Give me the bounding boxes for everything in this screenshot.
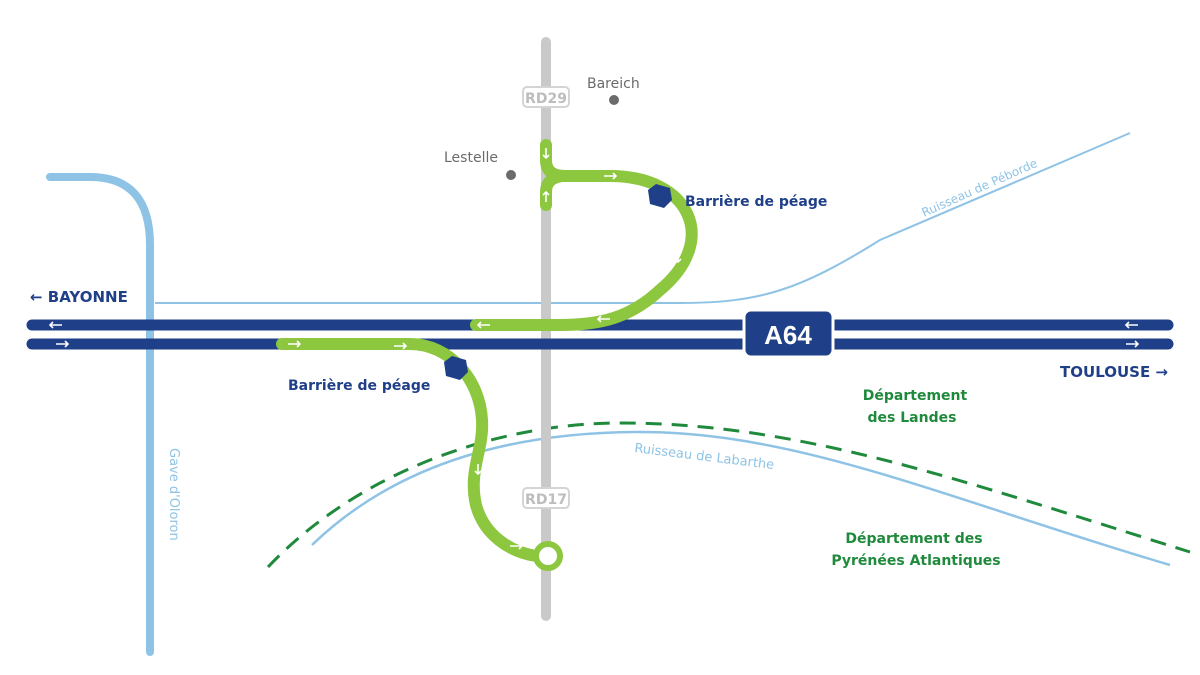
labarthe-label: Ruisseau de Labarthe (634, 441, 775, 473)
toll-north-icon (648, 184, 672, 208)
department-boundary (266, 421, 1191, 569)
ramp-arrows (48, 148, 1140, 550)
toll-south-icon (444, 356, 468, 380)
peborde-label: Ruisseau de Péborde (920, 156, 1040, 220)
labarthe-stream (311, 430, 1171, 567)
bayonne-direction[interactable]: ← BAYONNE (30, 288, 128, 306)
roundabout (533, 541, 563, 571)
gave-oloron-label: Gave d'Oloron (166, 448, 181, 541)
pyrenees-label-1: Département des (845, 531, 982, 547)
rd29-label: RD29 (525, 91, 567, 107)
gave-oloron-river (46, 173, 154, 656)
south-ramp (276, 338, 542, 562)
bareich-label: Bareich (587, 76, 640, 92)
landes-label-1: Département (863, 388, 968, 404)
landes-label-2: des Landes (868, 410, 957, 426)
lestelle-dot (506, 170, 516, 180)
north-ramp-branch (540, 170, 568, 211)
lestelle-label: Lestelle (444, 150, 498, 166)
toll-south-label: Barrière de péage (288, 378, 430, 394)
peborde-stream (155, 132, 1131, 304)
rd17-label: RD17 (525, 492, 567, 508)
rd17-box (522, 487, 570, 509)
toll-north-label: Barrière de péage (685, 194, 827, 210)
toulouse-direction[interactable]: TOULOUSE → (1060, 363, 1168, 381)
pyrenees-label-2: Pyrénées Atlantiques (831, 553, 1000, 569)
bareich-dot (609, 95, 619, 105)
a64-shield (742, 308, 835, 359)
a64-label: A64 (764, 320, 812, 350)
rd29-box (522, 86, 570, 108)
